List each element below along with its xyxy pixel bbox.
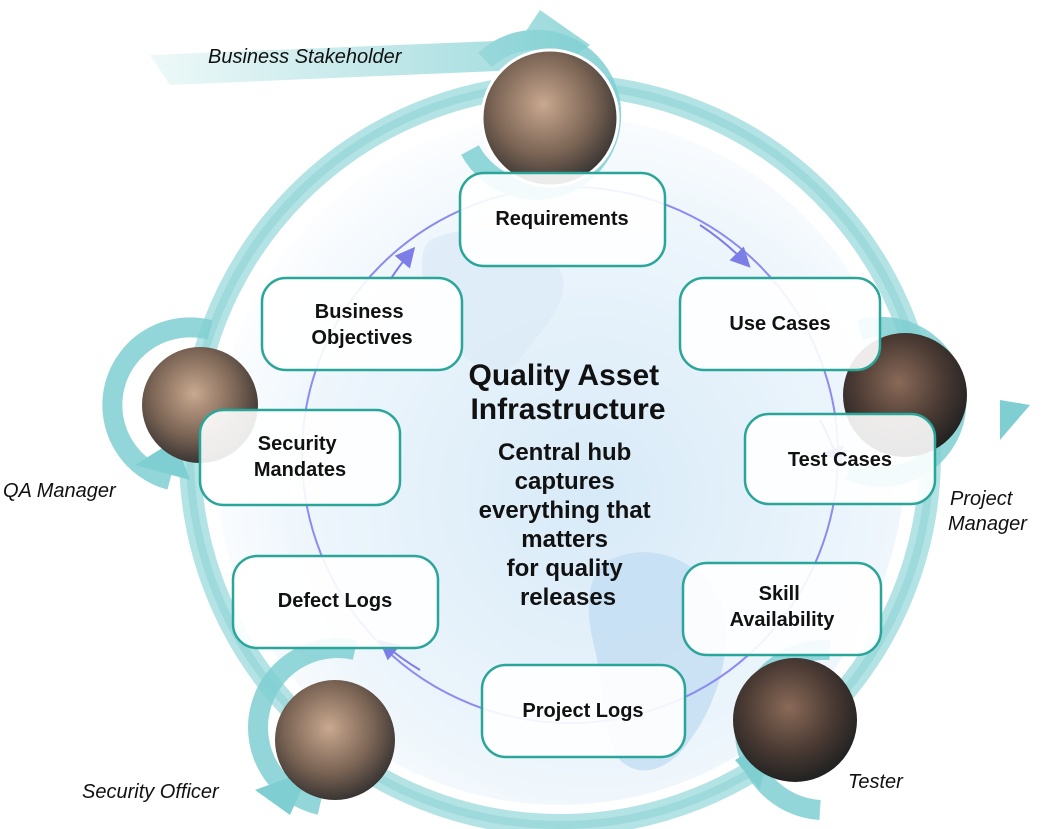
hub-sub-line: Central hub (498, 439, 631, 466)
node-security-mandates: Security Mandates (198, 408, 402, 507)
hub-sub-line: everything that (479, 497, 651, 524)
svg-text:Central hub captures: Central hub captures everything that mat… (479, 439, 658, 611)
node-label: Use Cases (729, 313, 830, 335)
svg-text:Business Objectives: Business Objectives (311, 301, 412, 349)
node-label: Requirements (495, 208, 628, 230)
role-project-manager: Project Manager (948, 488, 1028, 535)
node-requirements: Requirements (458, 171, 667, 268)
hub-title-line: Quality Asset (469, 359, 660, 392)
node-label: Project Logs (522, 700, 643, 722)
node-defect-logs: Defect Logs (231, 554, 440, 650)
node-skill-availability: Skill Availability (681, 561, 883, 657)
role-security-officer: Security Officer (82, 781, 220, 803)
svg-text:Requirements: Requirements (495, 208, 628, 230)
role-qa-manager: QA Manager (3, 480, 117, 502)
business-stakeholder-avatar (480, 48, 620, 188)
node-label: Mandates (254, 459, 346, 481)
svg-text:Project Logs: Project Logs (522, 700, 643, 722)
node-label: Defect Logs (278, 590, 392, 612)
hub-sub-line: for quality (507, 555, 624, 582)
role-tester: Tester (848, 771, 904, 793)
svg-text:Quality Asset Infrastruc: Quality Asset Infrastructure (469, 359, 668, 426)
central-hub-text: Quality Asset Infrastructure Central hub… (469, 359, 668, 611)
node-business-objectives: Business Objectives (260, 276, 464, 372)
svg-text:Skill Availability: Skill Availability (730, 583, 836, 631)
node-test-cases: Test Cases (743, 412, 937, 506)
svg-text:Security Mandates: Security Mandates (254, 433, 346, 481)
node-label: Test Cases (788, 449, 892, 471)
node-project-logs: Project Logs (480, 663, 687, 759)
hub-title-line: Infrastructure (470, 393, 665, 426)
node-label: Availability (730, 609, 836, 631)
svg-text:Test Cases: Test Cases (788, 449, 892, 471)
flow-arrow (699, 224, 751, 268)
svg-text:Defect Logs: Defect Logs (278, 590, 392, 612)
hub-sub-line: matters (521, 526, 608, 553)
node-use-cases: Use Cases (678, 276, 882, 372)
role-business-stakeholder: Business Stakeholder (208, 46, 403, 68)
node-label: Business (315, 301, 404, 323)
node-label: Skill (759, 583, 800, 605)
tester-avatar (733, 658, 857, 782)
security-officer-avatar (275, 680, 395, 800)
node-label: Security (258, 433, 338, 455)
node-label: Objectives (311, 327, 412, 349)
hub-sub-line: captures (515, 468, 615, 495)
hub-sub-line: releases (520, 584, 616, 611)
svg-text:Use Cases: Use Cases (729, 313, 830, 335)
